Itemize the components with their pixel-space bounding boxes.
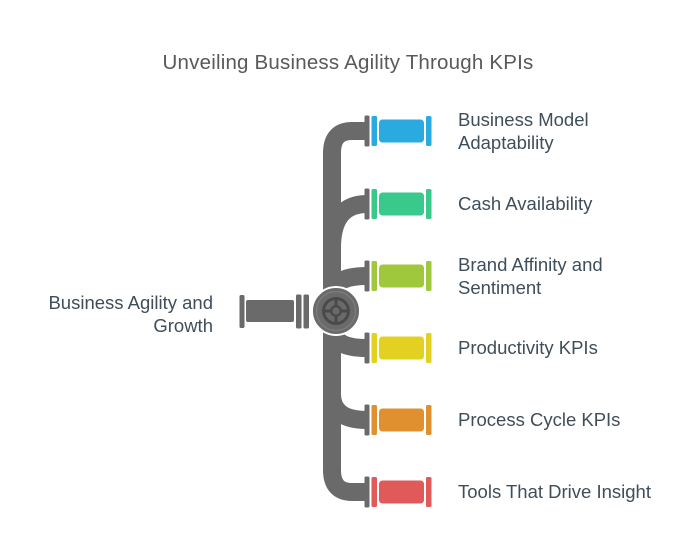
- diagram-title: Unveiling Business Agility Through KPIs: [162, 51, 534, 74]
- colored-flange-bar: [371, 477, 377, 507]
- branch-pipe-2: [323, 195, 368, 249]
- kpi-node-1: [364, 115, 432, 147]
- branch-pipe-5: [323, 393, 368, 429]
- kpi-label-process-cycle-kpis: Process Cycle KPIs: [458, 392, 672, 448]
- kpi-label-text: Brand Affinity and Sentiment: [458, 253, 603, 299]
- kpi-label-text: Tools That Drive Insight: [458, 481, 651, 503]
- pipe-flange-bar: [303, 294, 309, 329]
- kpi-label-text: Business Model Adaptability: [458, 108, 589, 154]
- colored-end-bar: [426, 333, 432, 363]
- kpi-label-text: Cash Availability: [458, 193, 593, 215]
- kpi-label-cash-availability: Cash Availability: [458, 176, 672, 232]
- pipe-cap-bar: [239, 295, 245, 328]
- colored-flange-bar: [371, 261, 377, 291]
- colored-flange-bar: [371, 189, 377, 219]
- colored-pipe-segment: [379, 480, 424, 504]
- kpi-node-4: [364, 332, 432, 364]
- colored-pipe-segment: [379, 408, 424, 432]
- pipe-flange-bar: [296, 294, 302, 329]
- colored-end-bar: [426, 189, 432, 219]
- colored-pipe-segment: [379, 336, 424, 360]
- kpi-node-5: [364, 404, 432, 436]
- kpi-label-brand-affinity-sentiment: Brand Affinity and Sentiment: [458, 248, 672, 304]
- valve-icon: [311, 286, 361, 336]
- colored-end-bar: [426, 116, 432, 146]
- colored-flange-bar: [371, 116, 377, 146]
- colored-flange-bar: [371, 405, 377, 435]
- kpi-label-business-model-adaptability: Business Model Adaptability: [458, 103, 672, 159]
- pipe-body: [246, 300, 294, 322]
- kpi-node-3: [364, 260, 432, 292]
- flange-bar: [364, 115, 370, 147]
- flange-bar: [364, 188, 370, 220]
- kpi-label-tools-that-drive-insight: Tools That Drive Insight: [458, 464, 672, 520]
- kpi-label-text: Productivity KPIs: [458, 337, 598, 359]
- colored-pipe-segment: [379, 119, 424, 143]
- flange-bar: [364, 332, 370, 364]
- colored-pipe-segment: [379, 264, 424, 288]
- colored-pipe-segment: [379, 192, 424, 216]
- kpi-node-6: [364, 476, 432, 508]
- flange-bar: [364, 260, 370, 292]
- root-node-label: Business Agility and Growth: [48, 292, 213, 336]
- colored-flange-bar: [371, 333, 377, 363]
- kpi-node-2: [364, 188, 432, 220]
- colored-end-bar: [426, 261, 432, 291]
- kpi-label-productivity-kpis: Productivity KPIs: [458, 320, 672, 376]
- root-inlet-pipe: [239, 294, 309, 329]
- colored-end-bar: [426, 477, 432, 507]
- colored-end-bar: [426, 405, 432, 435]
- flange-bar: [364, 404, 370, 436]
- flange-bar: [364, 476, 370, 508]
- kpi-label-text: Process Cycle KPIs: [458, 409, 621, 431]
